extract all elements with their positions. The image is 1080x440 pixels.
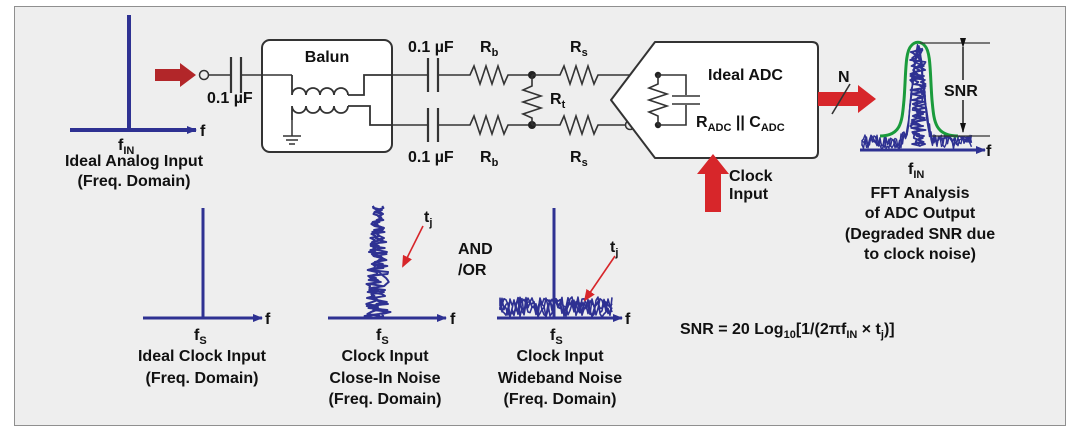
wideband-caption-3: (Freq. Domain) <box>504 391 617 408</box>
output-arrow <box>818 85 876 113</box>
rs-bottom-label: Rs <box>570 149 588 169</box>
close-in-tj-label: tj <box>424 209 432 229</box>
ideal-clock-spectrum: f fS Ideal Clock Input (Freq. Domain) <box>138 208 271 387</box>
fft-caption-4: to clock noise) <box>864 246 976 263</box>
bottom-cap-label: 0.1 µF <box>408 149 454 166</box>
rt-termination: Rt <box>520 75 566 125</box>
analog-fin-label: fIN <box>118 137 134 157</box>
wideband-tj-label: tj <box>610 239 618 259</box>
or-label: /OR <box>458 262 487 279</box>
ideal-clock-axis-label: f <box>265 311 271 328</box>
fft-fin-label: fIN <box>908 161 924 181</box>
fft-envelope <box>879 40 959 138</box>
rb-bottom-resistor <box>439 113 532 137</box>
and-label: AND <box>458 241 493 258</box>
close-in-caption-3: (Freq. Domain) <box>329 391 442 408</box>
fft-noise-trace <box>861 43 973 150</box>
clock-input: Clock Input <box>697 154 773 212</box>
top-cap-label: 0.1 µF <box>408 39 454 56</box>
wideband-caption-1: Clock Input <box>516 348 604 365</box>
analog-axis-label: f <box>200 123 206 140</box>
bus-slash <box>831 83 851 115</box>
analog-caption-2: (Freq. Domain) <box>78 173 191 190</box>
balun-box <box>261 39 393 153</box>
close-in-noise-trace <box>363 205 392 319</box>
close-in-noise-stroke <box>363 205 389 319</box>
ideal-adc: Ideal ADC RADC || CADC <box>610 41 819 159</box>
balun-primary-coil <box>291 74 392 96</box>
close-in-fs-label: fS <box>376 327 389 347</box>
rb-top-resistor <box>439 63 532 87</box>
close-in-jitter-arrow <box>402 225 424 268</box>
snr-label: SNR <box>944 83 978 100</box>
ideal-clock-fs-label: fS <box>194 327 207 347</box>
rb-top-label: Rb <box>480 39 499 59</box>
wideband-jitter-arrow <box>583 255 616 302</box>
fft-axis-label: f <box>986 143 992 160</box>
input-path: 0.1 µF <box>155 57 262 107</box>
balun-label: Balun <box>305 49 349 66</box>
rs-bottom-resistor <box>532 113 626 137</box>
rt-label: Rt <box>550 91 566 111</box>
fft-spectrum: f SNR fIN FFT Analysis of ADC Output (De… <box>845 38 995 263</box>
adc-rc-label: RADC || CADC <box>696 114 785 134</box>
clock-input-label-1: Clock <box>729 168 773 185</box>
c-adc-capacitor <box>658 74 700 126</box>
clock-input-arrow <box>697 154 729 212</box>
balun: Balun <box>261 39 393 153</box>
page-top-edge <box>0 0 1080 4</box>
rt-resistor <box>520 75 544 125</box>
wideband-noise-trace <box>499 296 613 318</box>
adc-label: Ideal ADC <box>708 67 783 84</box>
wideband-axis-label: f <box>625 311 631 328</box>
clock-input-label-2: Input <box>729 186 769 203</box>
input-cap-label: 0.1 µF <box>207 90 253 107</box>
rs-top-label: Rs <box>570 39 588 59</box>
wideband-fs-label: fS <box>550 327 563 347</box>
bus-width-label: N <box>838 69 850 86</box>
balun-secondary-coil <box>291 105 392 126</box>
fft-caption-3: (Degraded SNR due <box>845 226 995 243</box>
rs-top-resistor <box>532 63 655 87</box>
analog-caption-1: Ideal Analog Input <box>65 153 204 170</box>
rb-bottom-label: Rb <box>480 149 499 169</box>
wideband-caption-2: Wideband Noise <box>498 370 622 387</box>
top-signal-path: 0.1 µF Rb Rs <box>392 39 655 92</box>
fft-caption-1: FFT Analysis <box>871 185 970 202</box>
adc-output: N <box>818 69 876 115</box>
close-in-noise-spectrum: f tj fS Clock Input Close-In Noise (Freq… <box>328 205 456 408</box>
input-arrow <box>155 63 196 87</box>
fft-caption-2: of ADC Output <box>865 205 976 222</box>
snr-formula: SNR = 20 Log10[1/(2πfIN × tj)] <box>680 321 895 341</box>
adc-body <box>610 41 819 159</box>
close-in-axis-label: f <box>450 311 456 328</box>
fft-peak-stroke <box>909 47 927 147</box>
close-in-caption-1: Clock Input <box>341 348 429 365</box>
input-node <box>198 69 210 81</box>
analog-input-spectrum: f fIN Ideal Analog Input (Freq. Domain) <box>65 15 206 190</box>
bottom-signal-path: 0.1 µF Rb Rs <box>392 108 655 169</box>
ideal-clock-caption-1: Ideal Clock Input <box>138 348 267 365</box>
ideal-clock-caption-2: (Freq. Domain) <box>146 370 259 387</box>
close-in-caption-2: Close-In Noise <box>329 370 440 387</box>
wideband-noise-spectrum: f tj fS Clock Input Wideband Noise (Freq… <box>497 208 631 408</box>
r-adc-resistor <box>646 75 670 125</box>
